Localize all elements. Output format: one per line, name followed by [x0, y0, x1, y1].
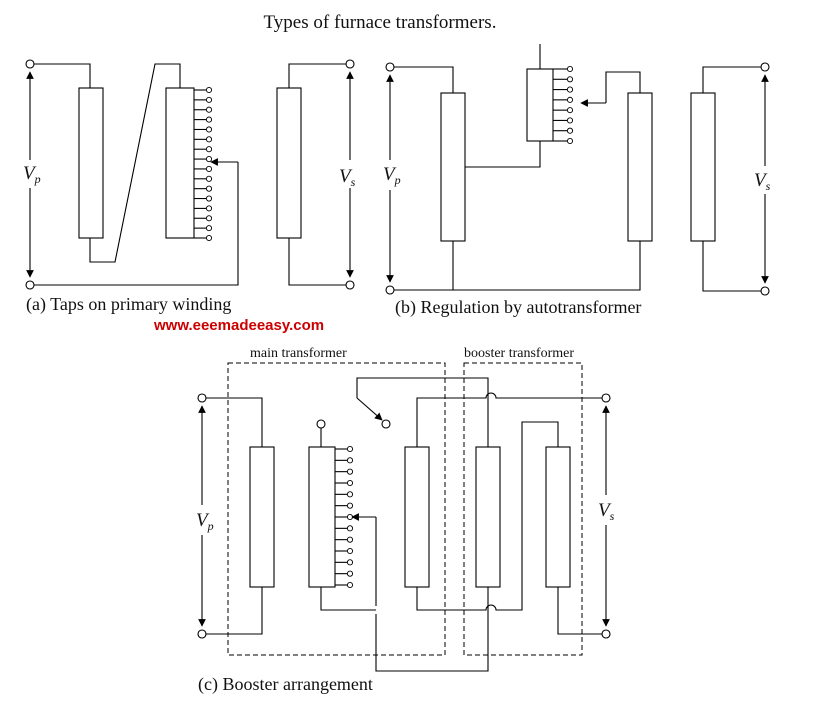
tap-point [566, 107, 574, 114]
tap-point [205, 156, 213, 163]
tap-group-c [335, 445, 354, 589]
tap-point [346, 457, 354, 464]
main-transformer-box [227, 362, 446, 656]
tap-point [205, 175, 213, 182]
tap-group-b [553, 65, 574, 145]
tap-point [566, 117, 574, 124]
booster-primary-coil-b [627, 92, 653, 242]
tap-point [566, 65, 574, 73]
tap-point [566, 127, 574, 134]
tap-point [346, 468, 354, 475]
website-watermark: www.eeemadeeasy.com [153, 317, 324, 334]
tap-point [346, 547, 354, 555]
tap-point [346, 536, 354, 543]
tap-point [346, 513, 354, 521]
tap-point [566, 86, 574, 93]
tap-point [205, 215, 213, 222]
terminal [760, 62, 770, 72]
tap-point [346, 502, 354, 509]
tap-point [205, 165, 213, 172]
booster-primary-coil [475, 446, 501, 588]
vs-label-b: Vs [754, 170, 771, 193]
tap-point [346, 479, 354, 487]
tap-point [205, 146, 213, 153]
primary-coil-b [440, 92, 466, 242]
vp-label-a: Vp [23, 163, 41, 186]
panel-b-caption: (b) Regulation by autotransformer [395, 297, 641, 318]
tap-point [205, 126, 213, 133]
diagram-title: Types of furnace transformers. [264, 12, 497, 33]
tap-point [205, 225, 213, 232]
tap-point [205, 106, 213, 113]
booster-transformer-label: booster transformer [464, 346, 574, 361]
panel-c-caption: (c) Booster arrangement [198, 674, 373, 695]
tap-group-a [194, 86, 213, 242]
tap-point [205, 234, 213, 242]
terminal [345, 280, 355, 290]
terminal [25, 280, 35, 290]
tap-point [346, 581, 354, 589]
secondary-coil-a [276, 87, 302, 239]
terminal [316, 419, 326, 429]
autotransformer-coil [526, 68, 554, 142]
tap-point [205, 96, 213, 103]
main-tapped-coil [308, 446, 336, 588]
panel-c-booster-arrangement: main transformer booster transformer [196, 346, 615, 695]
tapped-primary-coil [165, 87, 195, 239]
panel-a-taps-on-primary: Vp Vs (a) Taps on primary winding [23, 59, 356, 315]
tap-point [205, 136, 213, 143]
tap-point [566, 137, 574, 145]
tap-point [205, 205, 213, 212]
booster-transformer-box [463, 362, 583, 656]
terminal [385, 285, 395, 295]
terminal [197, 393, 207, 403]
terminal [197, 629, 207, 639]
booster-secondary-coil [545, 446, 571, 588]
terminal [760, 286, 770, 296]
tap-point [205, 86, 213, 94]
tap-point [346, 525, 354, 532]
vs-label-c: Vs [598, 500, 615, 523]
vs-label-a: Vs [339, 166, 356, 189]
main-primary-coil [249, 446, 275, 588]
terminal [385, 62, 395, 72]
tap-point [346, 559, 354, 566]
secondary-coil-b [690, 92, 716, 242]
tap-point [205, 185, 213, 192]
terminal [345, 59, 355, 69]
terminal [601, 629, 611, 639]
primary-coil-left [78, 87, 104, 239]
tap-point [346, 445, 354, 453]
tap-point [205, 195, 213, 202]
tap-point [566, 76, 574, 83]
vp-label-c: Vp [196, 510, 214, 533]
vp-label-b: Vp [383, 164, 401, 187]
tap-point [205, 116, 213, 123]
tap-point [346, 570, 354, 577]
terminal [25, 59, 35, 69]
main-secondary-coil [404, 446, 430, 588]
tap-point [346, 491, 354, 498]
panel-b-autotransformer: Vp Vs (b) Regulation by autotransformer [383, 44, 771, 318]
panel-a-caption: (a) Taps on primary winding [26, 294, 231, 315]
main-transformer-label: main transformer [250, 346, 347, 361]
tap-point [566, 96, 574, 103]
terminal [381, 419, 391, 429]
terminal [601, 393, 611, 403]
